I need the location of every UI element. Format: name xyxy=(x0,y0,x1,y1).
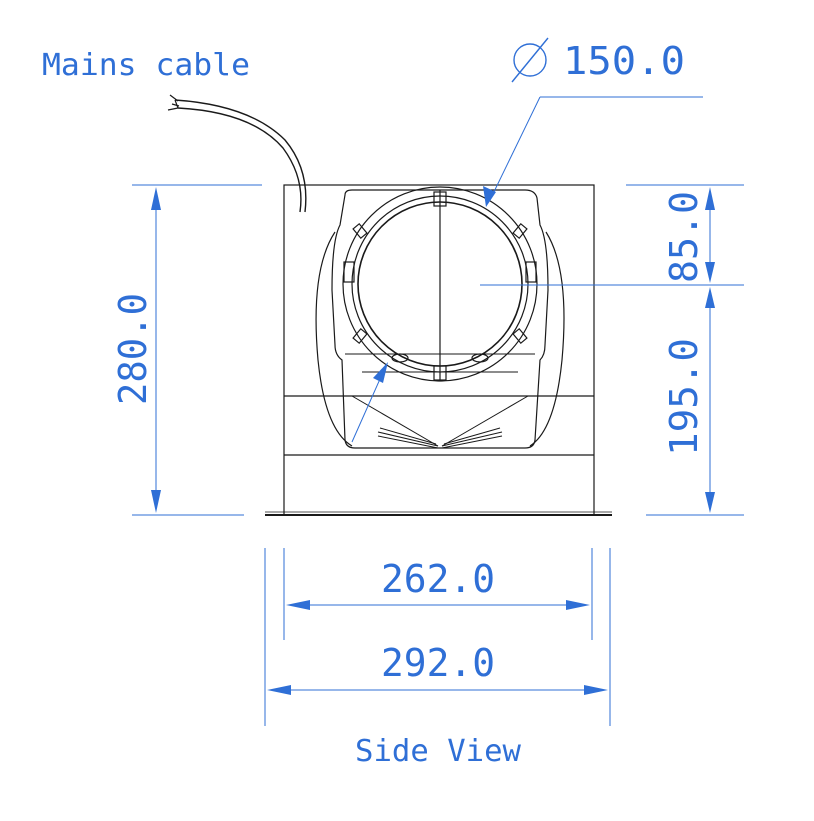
dimension-lines xyxy=(132,96,744,726)
width-inner-label: 262.0 xyxy=(381,557,495,601)
arrowheads xyxy=(151,186,715,695)
cable-label: Mains cable xyxy=(42,48,250,83)
fan-body xyxy=(331,189,549,449)
mains-cable xyxy=(174,99,307,213)
diameter-value: 150.0 xyxy=(563,39,685,83)
view-name-label: Side View xyxy=(355,734,522,769)
height-lower-label: 195.0 xyxy=(662,338,706,456)
height-total-label: 280.0 xyxy=(111,293,155,405)
louvre-fins xyxy=(345,353,535,449)
diameter-symbol-icon xyxy=(511,37,549,83)
fan-side-right xyxy=(529,231,565,447)
ring-clips xyxy=(343,191,537,381)
width-outer-label: 292.0 xyxy=(381,641,495,685)
duct-ring-outer xyxy=(342,186,538,382)
height-upper-label: 85.0 xyxy=(662,191,706,283)
fan-side-left xyxy=(315,231,353,447)
product-outline xyxy=(167,94,612,516)
